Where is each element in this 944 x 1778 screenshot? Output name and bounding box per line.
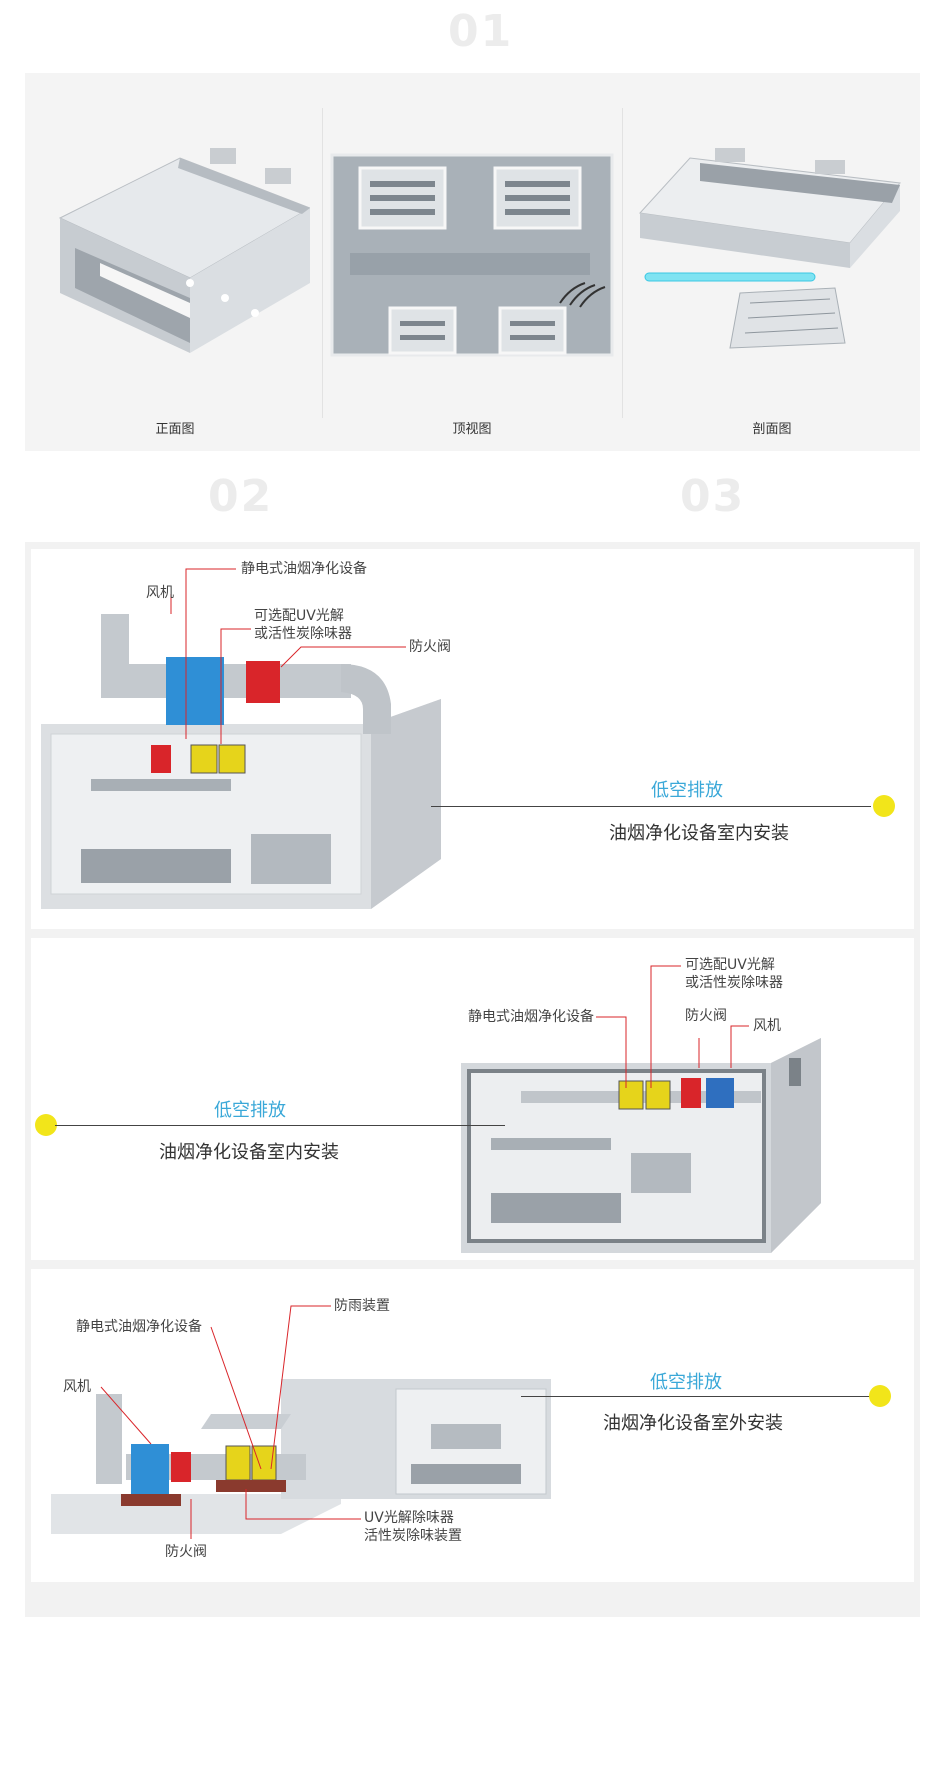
front-view-label: 正面图 — [155, 422, 195, 437]
panel2-callout-uv-line2: 或活性炭除味器 — [685, 975, 783, 991]
panel3-callout-lines — [100, 1305, 361, 1539]
panel3-callout-uv-line1: UV光解除味器 — [364, 1510, 454, 1526]
panel2-callout-fan: 风机 — [753, 1018, 781, 1034]
panel3-callout-esp: 静电式油烟净化设备 — [76, 1319, 202, 1335]
section-view-label: 剖面图 — [752, 422, 792, 437]
top-view-label: 顶视图 — [452, 422, 492, 437]
panel2-callout-fire: 防火阀 — [685, 1008, 727, 1024]
panel-outdoor-install: 防雨装置 静电式油烟净化设备 风机 UV光解除味器 活性炭除味装置 防火阀 低空… — [31, 1269, 914, 1582]
panel3-callout-uv-line2: 活性炭除味装置 — [364, 1528, 462, 1544]
panel-indoor-install-2: 可选配UV光解 或活性炭除味器 静电式油烟净化设备 防火阀 风机 低空排放 油烟… — [31, 938, 914, 1260]
panel-indoor-install-1: 静电式油烟净化设备 风机 可选配UV光解 或活性炭除味器 防火阀 低空排放 油烟… — [31, 549, 914, 929]
section-number-02: 02 — [208, 471, 274, 522]
section-number-03: 03 — [680, 471, 746, 522]
panel2-callout-uv-line1: 可选配UV光解 — [685, 957, 775, 973]
installation-panels: 静电式油烟净化设备 风机 可选配UV光解 或活性炭除味器 防火阀 低空排放 油烟… — [25, 542, 920, 1617]
section-view-image — [638, 148, 901, 349]
panel1-callout-uv-line2: 或活性炭除味器 — [254, 626, 352, 642]
panel1-title-dark: 油烟净化设备室内安装 — [609, 823, 789, 844]
panel2-illustration — [461, 1038, 821, 1253]
panel2-callout-esp: 静电式油烟净化设备 — [468, 1009, 594, 1025]
panel1-illustration — [41, 614, 441, 909]
panel3-callout-rain: 防雨装置 — [334, 1298, 390, 1314]
panel1-connector-line — [431, 806, 871, 807]
panel1-title-blue: 低空排放 — [651, 780, 723, 801]
panel1-callout-fire: 防火阀 — [409, 639, 451, 655]
panel3-yellow-dot — [869, 1385, 891, 1407]
top-view-image — [330, 153, 614, 357]
section-number-01: 01 — [448, 6, 514, 57]
panel1-callout-esp: 静电式油烟净化设备 — [241, 561, 367, 577]
panel2-yellow-dot — [35, 1114, 57, 1136]
panel2-callout-lines — [596, 965, 749, 1088]
panel3-illustration — [51, 1379, 551, 1534]
panel3-callout-fan: 风机 — [63, 1379, 91, 1395]
front-view-image — [58, 148, 310, 353]
panel1-yellow-dot — [873, 795, 895, 817]
views-divider-2 — [622, 108, 623, 418]
panel1-callout-uv-line1: 可选配UV光解 — [254, 608, 344, 624]
panel3-connector-line — [521, 1396, 871, 1397]
panel3-title-blue: 低空排放 — [650, 1372, 722, 1393]
panel1-callout-lines — [170, 568, 406, 744]
panel3-title-dark: 油烟净化设备室外安装 — [603, 1413, 783, 1434]
views-divider-1 — [322, 108, 323, 418]
panel2-title-blue: 低空排放 — [214, 1100, 286, 1121]
panel2-title-dark: 油烟净化设备室内安装 — [159, 1142, 339, 1163]
product-views-section: 正面图 顶视图 剖面图 — [25, 73, 920, 451]
panel2-connector-line — [55, 1125, 505, 1126]
panel3-callout-fire: 防火阀 — [165, 1544, 207, 1560]
panel1-callout-fan: 风机 — [146, 585, 174, 601]
